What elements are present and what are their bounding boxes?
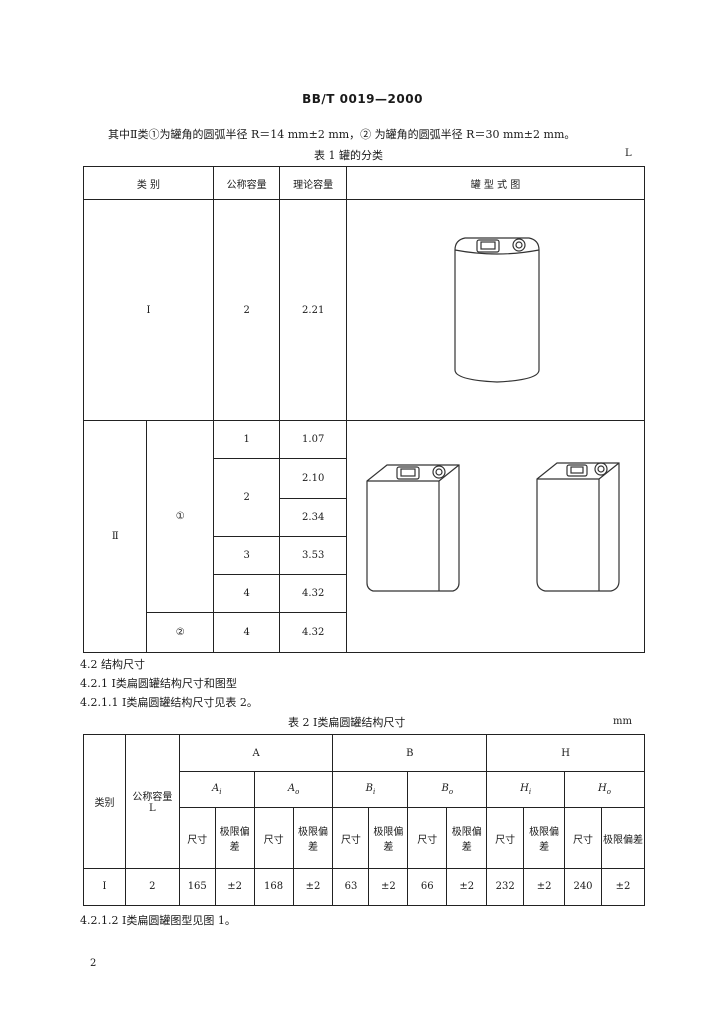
- t2-subheader-tol: 极限偏差: [446, 807, 488, 869]
- t2-cell-h-o: 240: [564, 867, 602, 907]
- t2-header-B-inner: Bi: [332, 771, 409, 809]
- t2-subheader-size: 尺寸: [253, 807, 294, 869]
- table1-unit: L: [625, 148, 632, 159]
- t1-row2e-nominal: 4: [212, 574, 281, 613]
- t2-cell-b-o: 66: [407, 867, 448, 907]
- section-4-2-1: 4.2.1 Ⅰ类扁圆罐结构尺寸和图型: [80, 677, 237, 690]
- t2-header-A: A: [178, 733, 334, 773]
- t2-subheader-tol: 极限偏差: [523, 807, 566, 869]
- t1-row2b-theoretical: 2.10: [279, 458, 347, 499]
- t2-header-B: B: [332, 733, 488, 773]
- t2-cell-a-o-tol: ±2: [292, 867, 334, 907]
- t1-header-theoretical: 理论容量: [279, 166, 347, 200]
- t2-subheader-size: 尺寸: [178, 807, 216, 869]
- rectangular-cans-drawing: [366, 462, 620, 592]
- t2-subheader-tol: 极限偏差: [292, 807, 334, 869]
- section-4-2-1-2: 4.2.1.2 Ⅰ类扁圆罐图型见图 1。: [80, 914, 236, 927]
- t2-header-H-outer: Ho: [564, 771, 645, 809]
- intro-paragraph: 其中Ⅱ类①为罐角的圆弧半径 R＝14 mm±2 mm，② 为罐角的圆弧半径 R＝…: [108, 128, 576, 141]
- t1-row2c-theoretical: 2.34: [279, 498, 347, 537]
- t2-cell-nominal: 2: [124, 867, 180, 907]
- t2-header-A-outer: Ao: [253, 771, 334, 809]
- table1-can-classification: 类 别 公称容量 理论容量 罐 型 式 图 Ⅰ 2 2.21 Ⅱ ① 1: [82, 166, 646, 653]
- t2-subheader-size: 尺寸: [407, 807, 448, 869]
- t1-row1-category: Ⅰ: [83, 199, 214, 421]
- table2-oval-can-dimensions: 类别 公称容量 L A B H Ai Ao Bi Bo Hi Ho 尺寸 极限偏…: [83, 733, 646, 907]
- t1-header-figure: 罐 型 式 图: [345, 166, 646, 200]
- t2-cell-a-i-tol: ±2: [214, 867, 255, 907]
- t1-row3-sub2: ②: [146, 612, 214, 653]
- t1-row2a-nominal: 1: [212, 420, 281, 459]
- t1-row2d-nominal: 3: [212, 536, 281, 575]
- t1-row3-nominal: 4: [212, 612, 281, 653]
- oval-can-drawing: [454, 237, 540, 383]
- standard-code-header: BB/T 0019—2000: [302, 92, 423, 106]
- section-4-2-1-1: 4.2.1.1 Ⅰ类扁圆罐结构尺寸见表 2。: [80, 696, 258, 709]
- t2-cell-h-o-tol: ±2: [600, 867, 646, 907]
- t1-row1-theoretical: 2.21: [279, 199, 347, 421]
- t2-data-row: Ⅰ 2 165 ±2 168 ±2 63 ±2 66 ±2 232 ±2 240…: [83, 867, 646, 907]
- t1-row2d-theoretical: 3.53: [279, 536, 347, 575]
- t1-row2e-theoretical: 4.32: [279, 574, 347, 613]
- t2-subheader-tol: 极限偏差: [368, 807, 409, 869]
- section-4-2: 4.2 结构尺寸: [80, 658, 145, 671]
- t1-header-category: 类 别: [83, 166, 214, 200]
- t2-cell-a-o: 168: [253, 867, 294, 907]
- t2-cell-b-o-tol: ±2: [446, 867, 488, 907]
- t1-row1-nominal: 2: [212, 199, 281, 421]
- t2-header-nominal-label: 公称容量: [132, 792, 173, 804]
- t2-subheader-size: 尺寸: [332, 807, 370, 869]
- t2-subheader-size: 尺寸: [486, 807, 525, 869]
- t2-header-B-outer: Bo: [407, 771, 488, 809]
- t2-header-H-inner: Hi: [486, 771, 566, 809]
- t2-cell-h-i: 232: [486, 867, 525, 907]
- t1-row2-category: Ⅱ: [82, 420, 148, 653]
- t1-row3-theoretical: 4.32: [279, 612, 347, 653]
- t1-row1-figure: [345, 199, 646, 421]
- t1-row2a-theoretical: 1.07: [279, 420, 347, 459]
- t1-row2b-nominal: 2: [212, 458, 281, 537]
- t2-cell-b-i-tol: ±2: [368, 867, 409, 907]
- t1-row2-sub1: ①: [146, 420, 214, 613]
- t2-header-A-inner: Ai: [178, 771, 255, 809]
- t1-header-nominal: 公称容量: [212, 166, 281, 200]
- t2-header-nominal-unit: L: [149, 803, 156, 815]
- t2-header-H: H: [486, 733, 645, 773]
- table1-caption: 表 1 罐的分类: [314, 149, 383, 162]
- t2-header-category: 类别: [83, 734, 126, 869]
- t1-row2-figure: [345, 420, 646, 653]
- t2-cell-a-i: 165: [178, 867, 216, 907]
- t2-subheader-size: 尺寸: [564, 807, 602, 869]
- t2-header-nominal: 公称容量 L: [124, 734, 180, 869]
- t2-cell-b-i: 63: [332, 867, 370, 907]
- t2-cell-h-i-tol: ±2: [523, 867, 566, 907]
- t2-subheader-tol: 极限偏差: [214, 807, 255, 869]
- table2-caption: 表 2 Ⅰ类扁圆罐结构尺寸: [288, 716, 406, 729]
- table2-unit: mm: [613, 716, 632, 727]
- t2-subheader-tol: 极限偏差: [600, 807, 646, 869]
- page-number: 2: [90, 958, 97, 969]
- t2-cell-category: Ⅰ: [83, 867, 126, 907]
